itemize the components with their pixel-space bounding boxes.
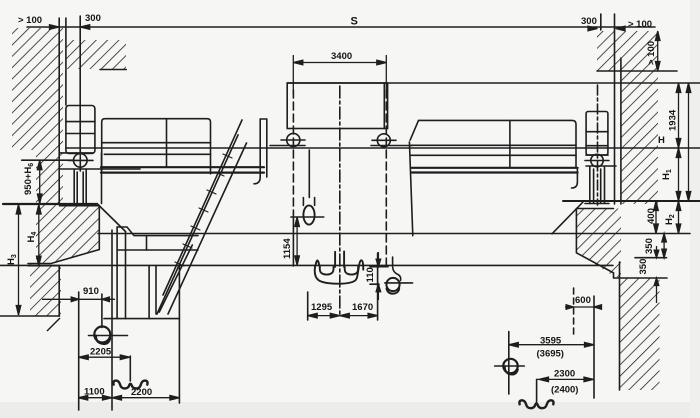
svg-text:3400: 3400: [331, 51, 352, 62]
svg-text:300: 300: [581, 16, 597, 27]
svg-text:2300: 2300: [554, 369, 575, 380]
svg-text:400: 400: [646, 208, 657, 224]
svg-text:1670: 1670: [352, 302, 373, 313]
svg-text:910: 910: [83, 286, 99, 297]
svg-text:S: S: [351, 16, 358, 28]
svg-text:H4: H4: [26, 232, 38, 243]
svg-text:2200: 2200: [131, 387, 152, 398]
svg-text:2205: 2205: [90, 347, 112, 358]
svg-text:H3: H3: [6, 254, 18, 265]
svg-text:110: 110: [365, 267, 376, 282]
svg-text:1934: 1934: [668, 109, 679, 131]
svg-text:1100: 1100: [84, 387, 105, 398]
svg-text:H: H: [658, 135, 665, 146]
svg-text:> 100: > 100: [18, 15, 42, 26]
svg-text:(2400): (2400): [551, 385, 578, 396]
svg-text:> 100: > 100: [646, 41, 657, 65]
svg-text:3595: 3595: [540, 336, 562, 347]
svg-text:1295: 1295: [311, 302, 333, 313]
svg-text:> 100: > 100: [628, 19, 652, 30]
svg-text:300: 300: [85, 13, 101, 24]
svg-text:(3695): (3695): [537, 349, 564, 360]
svg-text:H2: H2: [664, 214, 676, 225]
svg-text:950+H6: 950+H6: [23, 163, 35, 195]
svg-text:H1: H1: [661, 169, 673, 180]
svg-text:350: 350: [644, 238, 655, 254]
svg-text:600: 600: [575, 295, 591, 306]
svg-text:350: 350: [638, 259, 649, 275]
svg-text:1154: 1154: [282, 238, 293, 259]
